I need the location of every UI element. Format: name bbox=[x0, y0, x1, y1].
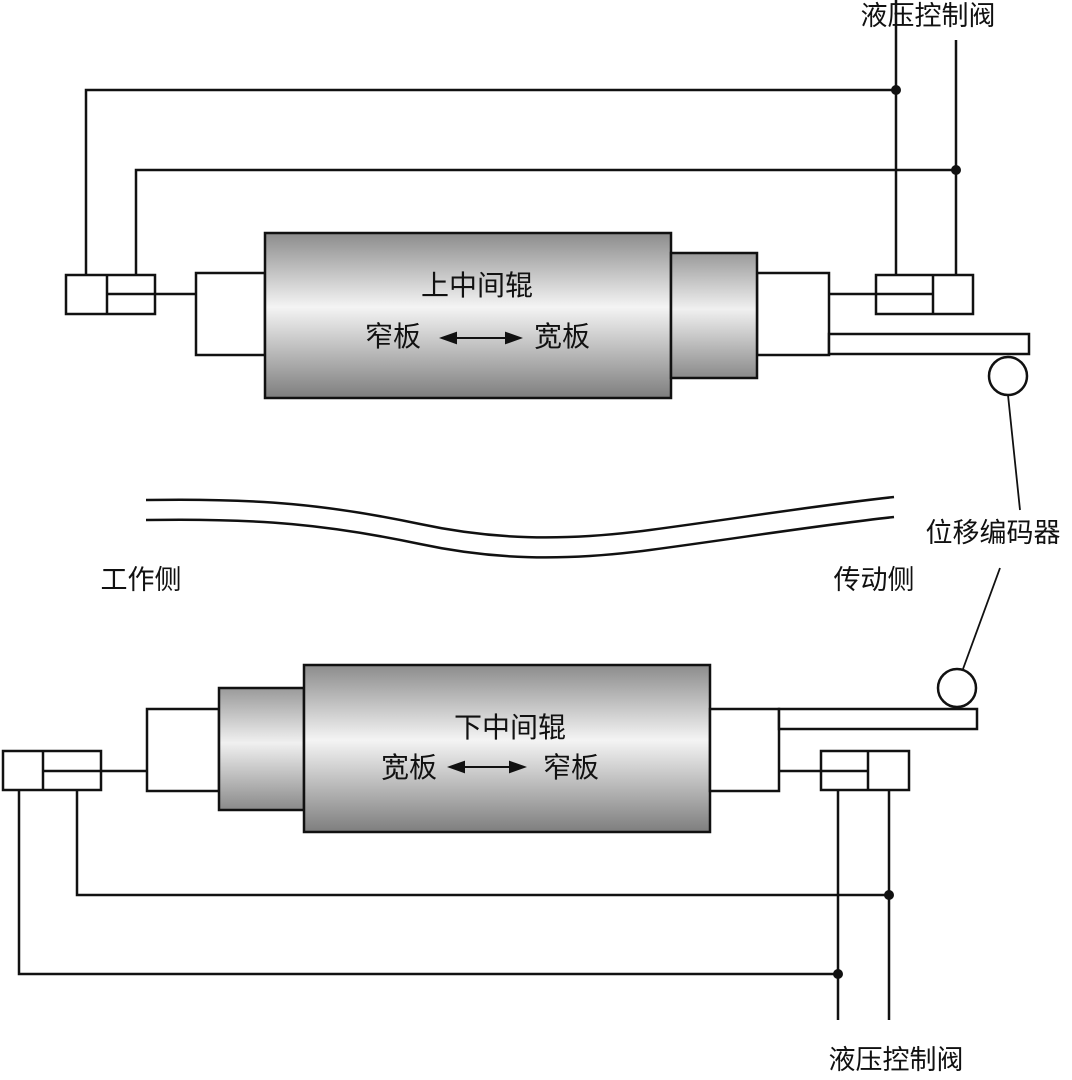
lower-encoder-arm bbox=[777, 707, 979, 731]
lower-drive-shaft bbox=[708, 707, 781, 793]
upper-work-shaft bbox=[194, 271, 267, 357]
upper-roll-right-text: 宽板 bbox=[534, 320, 590, 353]
upper-roll-title: 上中间辊 bbox=[421, 269, 533, 302]
work-side-label: 工作侧 bbox=[101, 565, 182, 596]
junction-dot bbox=[951, 165, 961, 175]
lower-double-arrow-icon bbox=[447, 760, 527, 774]
upper-double-arrow-icon bbox=[439, 331, 523, 345]
junction-dot bbox=[891, 85, 901, 95]
lower-roll-left-text: 宽板 bbox=[381, 751, 437, 784]
upper-roll-left-text: 窄板 bbox=[365, 320, 421, 353]
encoder-label: 位移编码器 bbox=[926, 518, 1061, 549]
upper-encoder-arm bbox=[827, 332, 1031, 356]
strip bbox=[145, 495, 895, 559]
valve-label-bottom: 液压控制阀 bbox=[829, 1045, 964, 1075]
upper-encoder-wheel bbox=[987, 355, 1029, 397]
lower-work-shaft bbox=[145, 707, 221, 793]
upper-hydraulic-line-outer bbox=[84, 0, 898, 275]
lower-hydraulic-line-outer bbox=[17, 790, 838, 976]
lower-roll-body bbox=[302, 663, 712, 834]
strip-top-edge bbox=[145, 495, 895, 539]
drive-side-label: 传动侧 bbox=[834, 565, 915, 596]
upper-roll-body bbox=[263, 231, 673, 400]
upper-assembly bbox=[64, 0, 1031, 400]
junction-dot bbox=[833, 969, 843, 979]
lower-encoder-wheel bbox=[936, 667, 978, 709]
lower-roll-title: 下中间辊 bbox=[454, 711, 566, 744]
junction-dot bbox=[884, 890, 894, 900]
strip-bottom-edge bbox=[145, 515, 895, 559]
encoder-leaders bbox=[962, 394, 1021, 670]
lower-roll-right-text: 窄板 bbox=[543, 751, 599, 784]
lower-roll-neck bbox=[217, 686, 306, 812]
lower-assembly bbox=[1, 663, 979, 1020]
valve-label-top: 液压控制阀 bbox=[861, 1, 996, 32]
junction-dots bbox=[833, 85, 961, 979]
upper-hydraulic-line-inner bbox=[134, 40, 958, 275]
lower-hydraulic-line-inner bbox=[75, 790, 889, 897]
upper-drive-shaft bbox=[755, 271, 831, 357]
upper-roll-neck bbox=[669, 251, 759, 380]
